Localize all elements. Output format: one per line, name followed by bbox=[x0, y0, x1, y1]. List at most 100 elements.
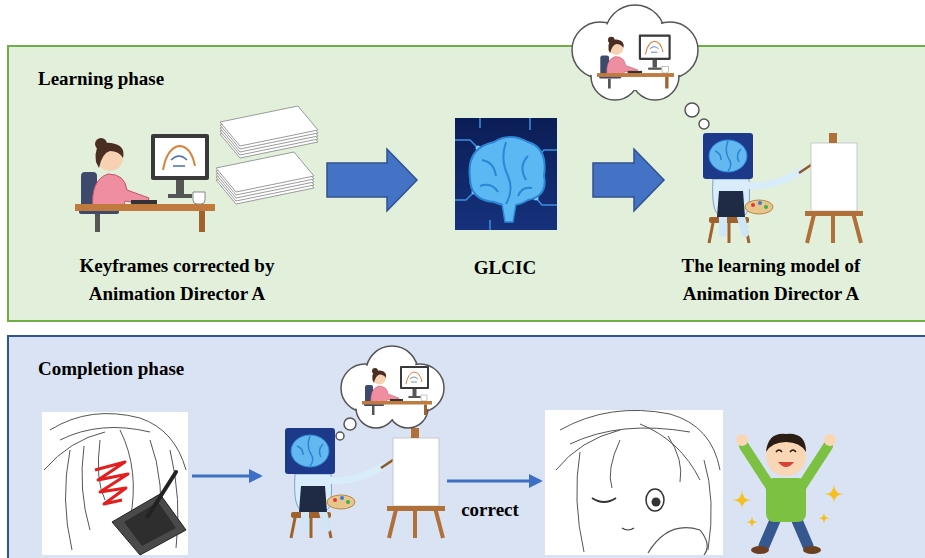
thought-bubble bbox=[343, 348, 443, 427]
thought-bubble bbox=[336, 346, 444, 440]
paper-stack bbox=[216, 152, 314, 192]
corrected-sketch bbox=[556, 410, 720, 552]
happy-person bbox=[732, 490, 752, 510]
thought-bubble bbox=[336, 346, 444, 440]
paper-stack bbox=[220, 109, 318, 149]
thought-bubble bbox=[644, 24, 697, 77]
rough-sketch bbox=[148, 472, 176, 516]
thought-bubble bbox=[366, 346, 418, 398]
director-figure bbox=[75, 134, 215, 232]
paper-stack bbox=[220, 106, 318, 146]
happy-person bbox=[818, 512, 830, 524]
thought-bubble bbox=[358, 390, 395, 427]
happy-person bbox=[803, 546, 821, 554]
brain-icon bbox=[455, 118, 557, 230]
phase-panel: Completion phase bbox=[7, 335, 925, 558]
thought-bubble bbox=[574, 7, 697, 99]
brain-icon bbox=[536, 154, 541, 159]
happy-person bbox=[751, 546, 769, 554]
box-label: Keyframes corrected by Animation Directo… bbox=[47, 252, 307, 308]
arrow-label: correct bbox=[440, 496, 540, 524]
happy-person bbox=[824, 484, 844, 504]
paper-stack bbox=[220, 112, 318, 152]
thought-bubble bbox=[631, 52, 679, 100]
thought-bubble bbox=[344, 418, 356, 430]
happy-person bbox=[778, 462, 794, 467]
paper-stack bbox=[220, 118, 318, 158]
corrected-sketch bbox=[622, 528, 634, 530]
brain-icon bbox=[455, 118, 557, 230]
box-label: GLCIC bbox=[430, 254, 580, 282]
rough-sketch bbox=[112, 494, 186, 555]
corrected-sketch bbox=[545, 410, 723, 555]
corrected-sketch bbox=[646, 489, 664, 511]
rough-sketch bbox=[124, 502, 176, 546]
rough-sketch bbox=[42, 412, 188, 555]
paper-stack bbox=[220, 115, 318, 155]
happy-person bbox=[824, 434, 836, 446]
brain-icon bbox=[476, 146, 481, 151]
corrected-sketch bbox=[648, 528, 707, 555]
happy-person bbox=[732, 434, 844, 554]
happy-person bbox=[766, 478, 806, 522]
keyframes-box: Keyframes corrected by Animation Directo… bbox=[35, 100, 319, 315]
corrected-sketch bbox=[592, 498, 616, 502]
brain-icon bbox=[472, 190, 477, 195]
thought-bubble bbox=[574, 24, 627, 77]
happy-person bbox=[746, 516, 758, 528]
happy-person bbox=[766, 436, 806, 476]
thought-bubble bbox=[685, 103, 699, 117]
block-arrow bbox=[327, 149, 417, 211]
brain-icon bbox=[480, 142, 532, 204]
paper-stack bbox=[216, 158, 314, 198]
thought-bubble bbox=[593, 54, 638, 99]
block-arrow bbox=[593, 149, 664, 211]
thought-bubble bbox=[633, 54, 678, 99]
corrected-sketch bbox=[652, 498, 661, 507]
thought-bubble bbox=[699, 119, 709, 129]
thought-bubble bbox=[362, 366, 432, 415]
thought-bubble bbox=[388, 388, 428, 428]
model-figure bbox=[285, 428, 445, 538]
thought-bubble bbox=[572, 5, 709, 129]
thought-bubble bbox=[368, 348, 417, 397]
paper-stack bbox=[216, 161, 314, 201]
flow-arrow bbox=[192, 475, 260, 478]
paper-stack bbox=[216, 106, 318, 204]
box-label: The learning model of Animation Director… bbox=[676, 252, 866, 308]
thought-bubble bbox=[343, 366, 388, 411]
paper-stack bbox=[216, 164, 314, 204]
thought-bubble bbox=[356, 388, 396, 428]
happy-person bbox=[744, 446, 828, 486]
thought-bubble bbox=[341, 364, 389, 412]
brain-icon bbox=[470, 137, 545, 206]
rough-sketch bbox=[42, 412, 188, 555]
rough-sketch bbox=[95, 462, 128, 504]
paper-stack bbox=[216, 155, 314, 195]
happy-person bbox=[732, 484, 844, 528]
network-box: GLCIC bbox=[425, 115, 585, 290]
rough-sketch bbox=[44, 414, 186, 550]
model-box: The learning model of Animation Director… bbox=[672, 135, 870, 315]
thought-bubble bbox=[591, 52, 639, 100]
phase-heading: Completion phase bbox=[38, 355, 184, 383]
thought-bubble bbox=[605, 5, 665, 65]
happy-person bbox=[766, 434, 806, 452]
brain-icon bbox=[502, 204, 516, 222]
thought-bubble bbox=[572, 22, 628, 78]
thought-bubble bbox=[603, 26, 667, 90]
thought-bubble bbox=[572, 5, 709, 129]
model-figure bbox=[703, 133, 863, 243]
thought-bubble bbox=[642, 22, 698, 78]
thought-bubble bbox=[597, 35, 674, 89]
phase-heading: Learning phase bbox=[38, 65, 164, 93]
thought-bubble bbox=[336, 432, 344, 440]
thought-bubble bbox=[390, 390, 427, 427]
corrected-sketch bbox=[545, 410, 723, 555]
flow-arrow bbox=[447, 480, 540, 483]
happy-person bbox=[776, 450, 796, 452]
brain-icon bbox=[455, 118, 557, 230]
thought-bubble bbox=[398, 366, 443, 411]
phase-panel: Learning phaseKeyframes corrected by Ani… bbox=[7, 45, 925, 322]
